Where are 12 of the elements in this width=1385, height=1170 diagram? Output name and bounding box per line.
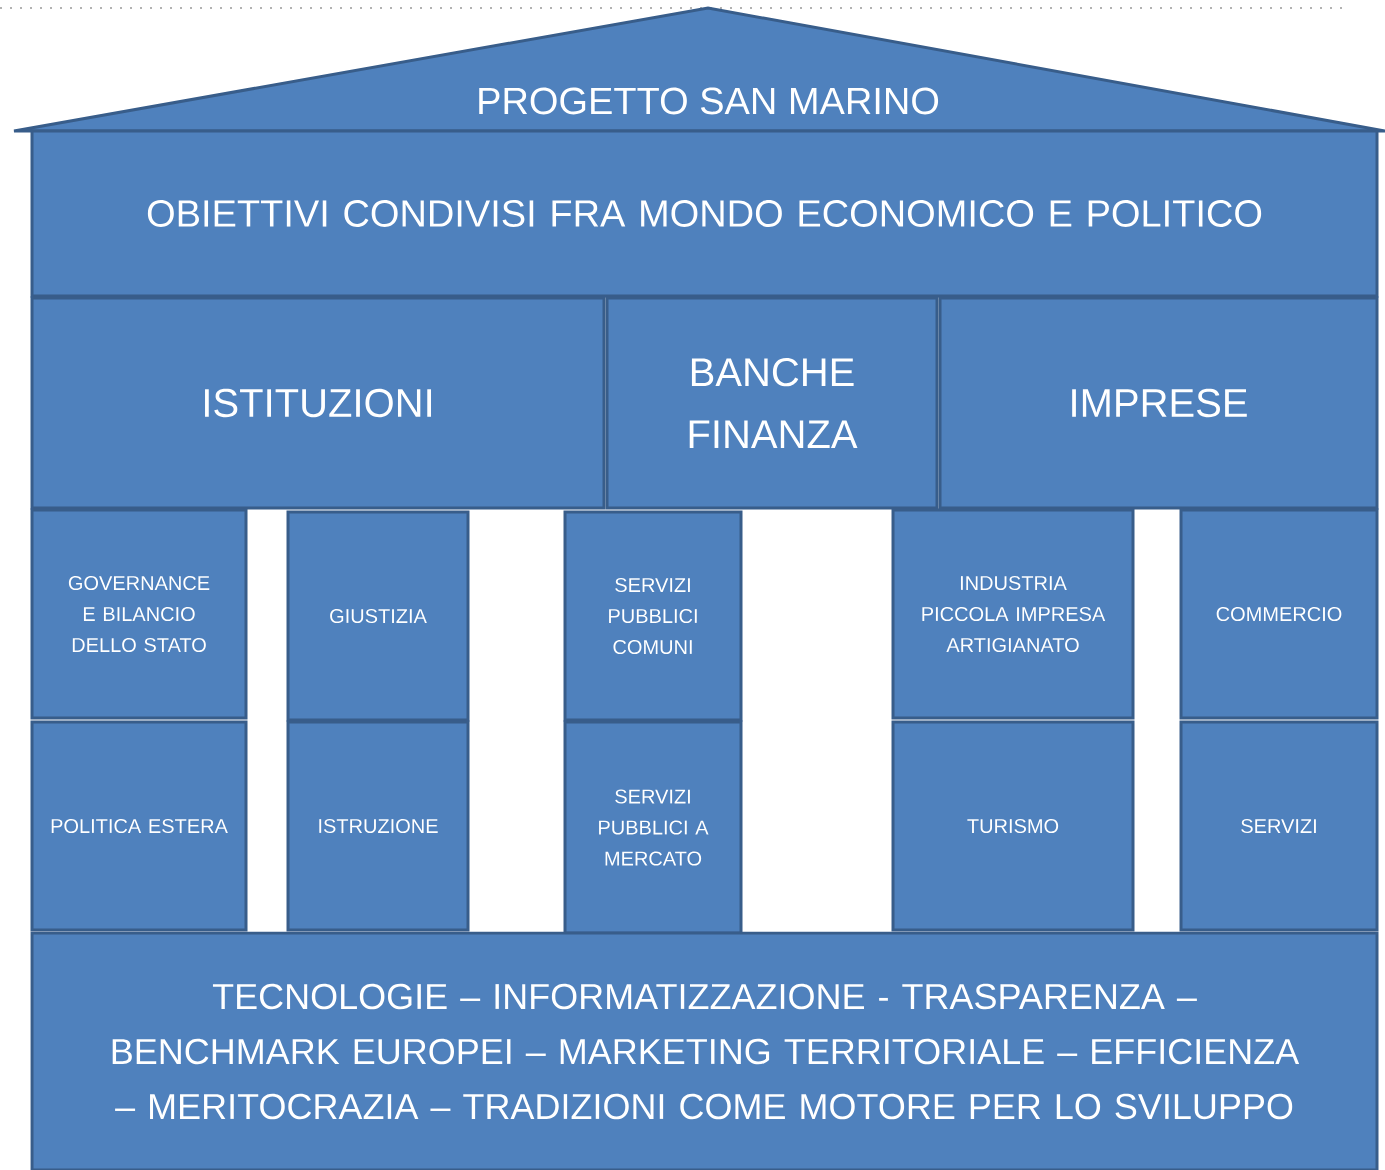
section-box: GOVERNANCE E BILANCIO DELLO STATO: [30, 508, 248, 720]
section-box: TURISMO: [891, 720, 1135, 932]
section-box: SERVIZI PUBBLICI A MERCATO: [563, 720, 743, 935]
pillar-box: BANCHE FINANZA: [605, 296, 939, 510]
section-box: SERVIZI: [1179, 720, 1379, 932]
section-box: SERVIZI PUBBLICI COMUNI: [563, 510, 743, 722]
roof-triangle: PROGETTO SAN MARINO: [12, 6, 1385, 133]
section-box: COMMERCIO: [1179, 508, 1379, 720]
section-box: GIUSTIZIA: [286, 510, 470, 722]
section-box: ISTRUZIONE: [286, 720, 470, 932]
section-box: INDUSTRIA PICCOLA IMPRESA ARTIGIANATO: [891, 508, 1135, 720]
section-box: POLITICA ESTERA: [30, 720, 248, 932]
